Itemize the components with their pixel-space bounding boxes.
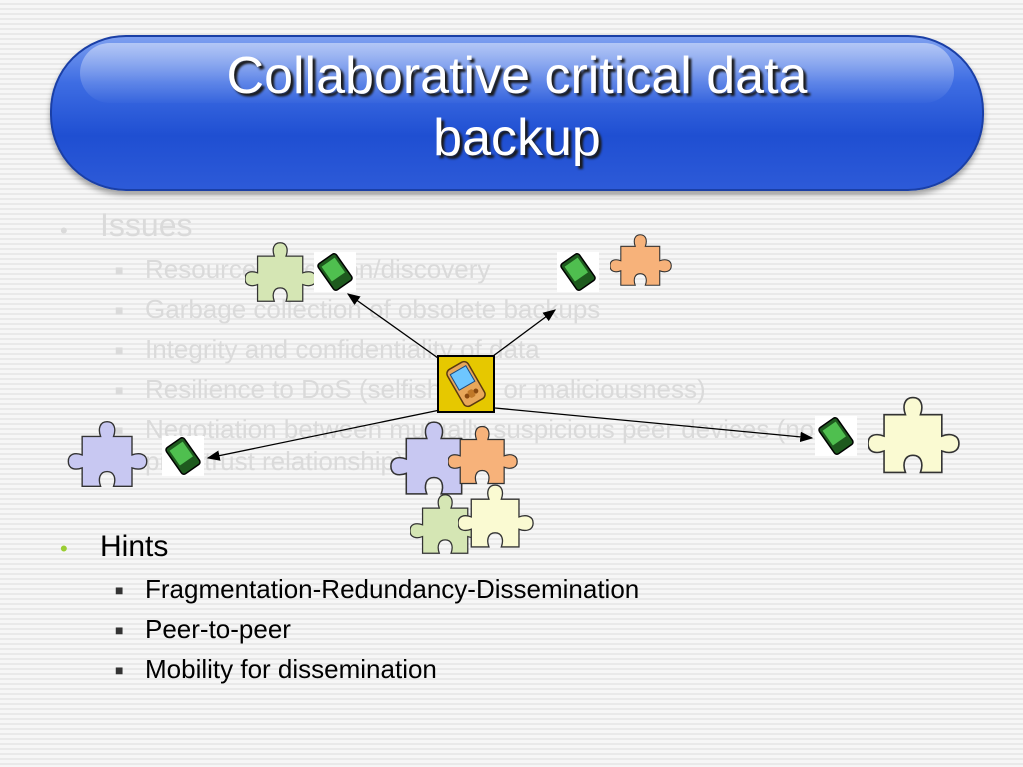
issue-item-2: Garbage collection of obsolete backups: [145, 294, 601, 324]
issue-bullet: ■: [115, 342, 124, 358]
slide-title: Collaborative critical data backup: [52, 45, 982, 169]
issue-bullet: ■: [115, 262, 124, 278]
hint-item-2: Peer-to-peer: [145, 614, 291, 644]
puzzle-piece-icon: [610, 215, 672, 305]
puzzle-piece-icon: [58, 418, 158, 490]
puzzle-piece-icon: [458, 476, 534, 556]
issues-bullet: •: [60, 218, 68, 243]
hint-bullet: ■: [115, 582, 124, 598]
hint-item-3: Mobility for dissemination: [145, 654, 437, 684]
issue-bullet: ■: [115, 382, 124, 398]
title-gloss: [80, 43, 954, 103]
issues-heading: Issues: [100, 207, 193, 243]
hints-bullet: •: [60, 536, 68, 561]
arrow-icon: [346, 293, 446, 364]
arrow-icon: [494, 407, 814, 443]
title-banner: Collaborative critical data backup: [50, 35, 984, 191]
hints-heading: Hints: [100, 530, 169, 563]
pda-device-icon: [815, 416, 857, 456]
hint-item-1: Fragmentation-Redundancy-Dissemination: [145, 574, 640, 604]
issue-bullet: ■: [115, 302, 124, 318]
issue-item-4: Resilience to DoS (selfishness or malici…: [145, 374, 706, 404]
arrow-icon: [484, 309, 557, 363]
handheld-computer-icon: [437, 355, 495, 418]
puzzle-piece-icon: [868, 385, 960, 485]
title-line-2: backup: [433, 109, 601, 167]
hint-bullet: ■: [115, 662, 124, 678]
puzzle-piece-icon: [245, 222, 317, 322]
pda-device-icon: [314, 252, 356, 292]
hint-bullet: ■: [115, 622, 124, 638]
title-line-1: Collaborative critical data: [226, 47, 808, 105]
arrow-icon: [206, 409, 441, 461]
pda-device-icon: [557, 252, 599, 292]
pda-device-icon: [162, 436, 204, 476]
issue-bullet: ■: [115, 422, 124, 438]
